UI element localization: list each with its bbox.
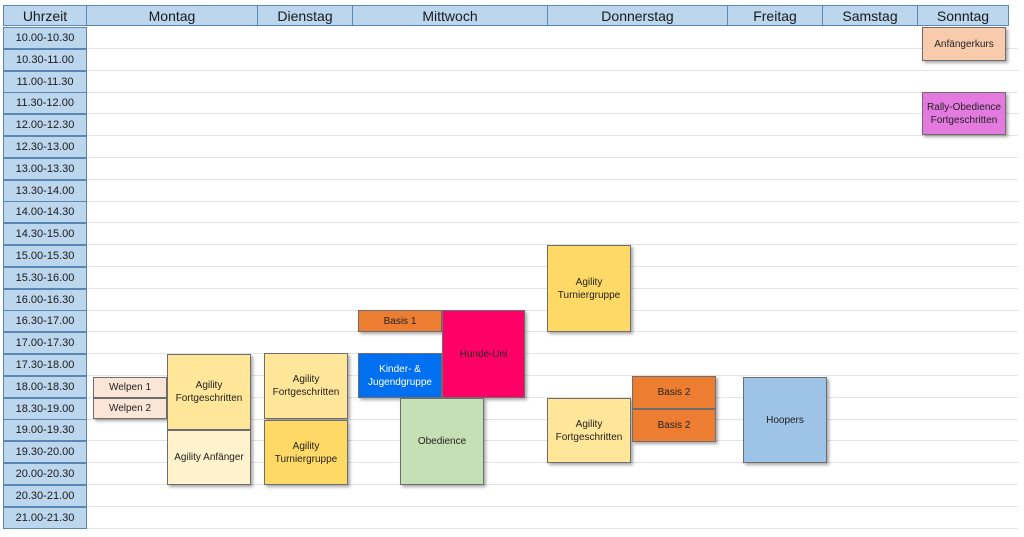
row-gridline: [87, 113, 1018, 114]
time-slot: 16.30-17.00: [3, 310, 87, 332]
time-slot: 13.30-14.00: [3, 180, 87, 202]
time-slot: 20.30-21.00: [3, 485, 87, 507]
event-welpen-1[interactable]: Welpen 1: [93, 377, 167, 398]
time-slot: 10.30-11.00: [3, 49, 87, 71]
row-gridline: [87, 135, 1018, 136]
event-welpen-2[interactable]: Welpen 2: [93, 398, 167, 419]
row-gridline: [87, 92, 1018, 93]
row-gridline: [87, 528, 1018, 529]
time-slot: 18.00-18.30: [3, 376, 87, 398]
time-slot: 18.30-19.00: [3, 398, 87, 420]
event-hunde-uni[interactable]: Hunde-Uni: [442, 310, 525, 398]
event-agility-fortgeschritten-do[interactable]: Agility Fortgeschritten: [547, 398, 631, 463]
day-header-freitag: Freitag: [727, 5, 823, 26]
day-header-mittwoch: Mittwoch: [352, 5, 548, 26]
day-header-donnerstag: Donnerstag: [547, 5, 728, 26]
row-gridline: [87, 397, 1018, 398]
day-header-samstag: Samstag: [822, 5, 918, 26]
event-agility-turniergruppe-do[interactable]: Agility Turniergruppe: [547, 245, 631, 332]
event-kinder-jugendgruppe[interactable]: Kinder- & Jugendgruppe: [358, 353, 442, 398]
row-gridline: [87, 244, 1018, 245]
time-slot: 12.00-12.30: [3, 114, 87, 136]
time-slot: 14.30-15.00: [3, 223, 87, 245]
time-slot: 12.30-13.00: [3, 136, 87, 158]
time-slot: 11.30-12.00: [3, 92, 87, 114]
day-header-sonntag: Sonntag: [917, 5, 1009, 26]
time-slot: 11.00-11.30: [3, 71, 87, 93]
time-slot: 13.00-13.30: [3, 158, 87, 180]
event-hoopers[interactable]: Hoopers: [743, 377, 827, 463]
row-gridline: [87, 70, 1018, 71]
event-agility-fortgeschritten-di[interactable]: Agility Fortgeschritten: [264, 353, 348, 419]
time-slot: 15.00-15.30: [3, 245, 87, 267]
time-slot: 17.00-17.30: [3, 332, 87, 354]
time-slot: 14.00-14.30: [3, 201, 87, 223]
time-slot: 17.30-18.00: [3, 354, 87, 376]
event-basis-2-b[interactable]: Basis 2: [632, 409, 716, 442]
event-agility-turniergruppe-di[interactable]: Agility Turniergruppe: [264, 420, 348, 485]
row-gridline: [87, 353, 1018, 354]
row-gridline: [87, 222, 1018, 223]
row-gridline: [87, 375, 1018, 376]
event-rally-obedience[interactable]: Rally-Obedience Fortgeschritten: [922, 92, 1006, 135]
row-gridline: [87, 506, 1018, 507]
time-slot: 21.00-21.30: [3, 507, 87, 529]
day-header-dienstag: Dienstag: [257, 5, 353, 26]
event-basis-1[interactable]: Basis 1: [358, 310, 442, 332]
event-anfaengerkurs[interactable]: Anfängerkurs: [922, 27, 1006, 61]
event-agility-anfaenger-mo[interactable]: Agility Anfänger: [167, 430, 251, 485]
row-gridline: [87, 48, 1018, 49]
row-gridline: [87, 201, 1018, 202]
time-slot: 15.30-16.00: [3, 267, 87, 289]
time-slot: 19.30-20.00: [3, 441, 87, 463]
time-slot: 16.00-16.30: [3, 289, 87, 311]
event-agility-fortgeschritten-mo[interactable]: Agility Fortgeschritten: [167, 354, 251, 430]
header-time-label: Uhrzeit: [3, 5, 87, 26]
time-slot: 19.00-19.30: [3, 419, 87, 441]
row-gridline: [87, 179, 1018, 180]
event-basis-2-a[interactable]: Basis 2: [632, 376, 716, 409]
time-slot: 20.00-20.30: [3, 463, 87, 485]
event-obedience[interactable]: Obedience: [400, 398, 484, 485]
time-slot: 10.00-10.30: [3, 27, 87, 49]
day-header-montag: Montag: [86, 5, 258, 26]
row-gridline: [87, 157, 1018, 158]
row-gridline: [87, 484, 1018, 485]
